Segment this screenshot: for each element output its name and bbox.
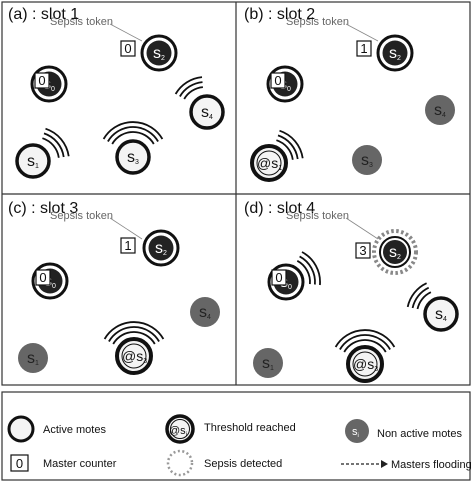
master-counter-s0: 0 — [35, 269, 51, 286]
master-counter-s2: 0 — [120, 40, 136, 57]
sepsis-token-label: Sepsis token — [286, 16, 349, 28]
sepsis-token-pointer — [345, 23, 379, 42]
legend-non-active-label: Non active motes — [377, 428, 462, 440]
sepsis-token-pointer — [109, 23, 143, 42]
panel-title: (c) : slot 3 — [8, 200, 78, 217]
node-s3-label: @s3 — [353, 356, 378, 373]
master-counter-s2: 1 — [120, 237, 136, 254]
legend-flooding-label: Masters flooding — [391, 459, 472, 471]
legend-counter-box — [10, 454, 29, 472]
node-s3: @s3 — [346, 345, 384, 383]
signal-arcs-2 — [174, 76, 204, 100]
panel-title: (d) : slot 4 — [244, 200, 315, 217]
svg-text:@si: @si — [169, 425, 187, 438]
node-s2-label: s2 — [389, 45, 401, 62]
svg-text:0: 0 — [38, 73, 45, 88]
sepsis-token-pointer — [109, 217, 143, 240]
sepsis-token-label: Sepsis token — [286, 210, 349, 222]
signal-arcs-0 — [296, 251, 321, 286]
node-s3-label: s3 — [127, 149, 139, 166]
legend-active-label: Active motes — [43, 424, 106, 436]
node-s4-label: s4 — [434, 102, 446, 119]
svg-text:si: si — [352, 426, 359, 439]
svg-text:0: 0 — [275, 270, 282, 285]
signal-arcs-1 — [102, 121, 164, 145]
node-s2: s2 — [376, 34, 414, 72]
node-s1-label: s1 — [27, 350, 39, 367]
signal-arcs-0 — [276, 129, 304, 160]
legend: Active motes @si Threshold reached si No… — [1, 391, 472, 481]
legend-sepsis-label: Sepsis detected — [204, 458, 282, 470]
node-s3: s3 — [352, 145, 382, 175]
master-counter-s0: 0 — [271, 269, 287, 286]
legend-non-active-symbol: s — [352, 426, 358, 438]
node-s4: s4 — [423, 296, 459, 332]
signal-arcs-1 — [334, 329, 396, 353]
node-s2: s2 — [372, 229, 418, 275]
panel-title: (b) : slot 2 — [244, 6, 315, 23]
node-s3: s3 — [115, 139, 151, 175]
legend-threshold-sub: i — [186, 432, 187, 438]
master-counter-s0: 0 — [270, 72, 286, 89]
node-s2-label: s2 — [153, 45, 165, 62]
node-s1-label: s1 — [27, 153, 39, 170]
svg-text:0: 0 — [124, 41, 131, 56]
svg-text:3: 3 — [359, 243, 366, 258]
legend-counter-value: 0 — [16, 456, 23, 471]
sepsis-token-pointer — [345, 217, 379, 240]
panel-title: (a) : slot 1 — [8, 6, 79, 23]
node-s3-label: s3 — [361, 152, 373, 169]
sepsis-token-label: Sepsis token — [50, 210, 113, 222]
signal-arcs-0 — [103, 321, 165, 345]
node-s1: @s1 — [250, 144, 288, 182]
master-counter-s0: 0 — [34, 72, 50, 89]
legend-non-active-sub: i — [358, 433, 359, 439]
legend-flooding-arrowhead — [381, 460, 388, 468]
master-counter-s2: 3 — [355, 242, 371, 259]
legend-counter-label: Master counter — [43, 458, 117, 470]
node-s2-label: s2 — [389, 244, 401, 261]
legend-threshold-symbol: @s — [169, 425, 186, 437]
node-s1-label: s1 — [262, 355, 274, 372]
legend-sepsis-icon — [166, 449, 194, 477]
svg-text:0: 0 — [39, 270, 46, 285]
node-s1: s1 — [253, 348, 283, 378]
node-s1: s1 — [15, 143, 51, 179]
svg-text:1: 1 — [124, 238, 131, 253]
node-s2: s2 — [142, 229, 180, 267]
legend-frame — [1, 391, 471, 481]
sepsis-token-label: Sepsis token — [50, 16, 113, 28]
master-counter-s2: 1 — [356, 40, 372, 57]
node-s3: @s3 — [115, 337, 153, 375]
node-s2: s2 — [140, 34, 178, 72]
node-s1-label: @s1 — [257, 155, 282, 172]
legend-non-active-icon — [345, 419, 369, 443]
sepsis-dots — [372, 229, 418, 275]
node-s4: s4 — [425, 95, 455, 125]
signal-arcs-2 — [406, 282, 432, 310]
svg-text:1: 1 — [360, 41, 367, 56]
legend-threshold-label: Threshold reached — [204, 422, 296, 434]
node-s4-label: s4 — [201, 104, 213, 121]
legend-active-icon — [7, 415, 35, 443]
signal-arcs-0 — [42, 127, 70, 158]
node-s4: s4 — [189, 94, 225, 130]
node-s3-label: @s3 — [122, 348, 147, 365]
node-s4-label: s4 — [435, 306, 447, 323]
node-s4-label: s4 — [199, 304, 211, 321]
node-s4: s4 — [190, 297, 220, 327]
node-s1: s1 — [18, 343, 48, 373]
node-s2-label: s2 — [155, 240, 167, 257]
svg-text:0: 0 — [274, 73, 281, 88]
